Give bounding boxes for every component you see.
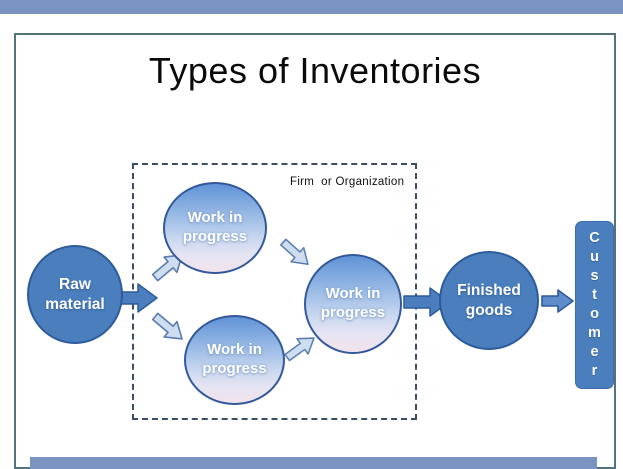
node-work-in-progress-middle: Work in progress	[304, 254, 402, 354]
node-customer: C u s t o m e r	[575, 221, 614, 389]
top-bar	[0, 0, 623, 14]
bottom-bar	[30, 457, 597, 469]
wip-bottom-to-middle-arrow	[280, 328, 321, 367]
node-finished-goods: Finished goods	[439, 251, 539, 350]
split-down-arrow	[147, 307, 190, 349]
node-raw-material: Raw material	[27, 245, 123, 344]
node-work-in-progress-bottom: Work in progress	[184, 315, 285, 405]
finished-to-customer-arrow	[541, 287, 574, 315]
node-work-in-progress-top: Work in progress	[163, 182, 267, 274]
slide-frame: Types of Inventories Firm or Organizatio…	[14, 33, 616, 469]
wip-top-to-middle-arrow	[276, 234, 317, 274]
slide-title: Types of Inventories	[148, 50, 482, 91]
firm-boundary-label: Firm or Organization	[290, 176, 405, 188]
split-up-arrow	[147, 245, 190, 287]
